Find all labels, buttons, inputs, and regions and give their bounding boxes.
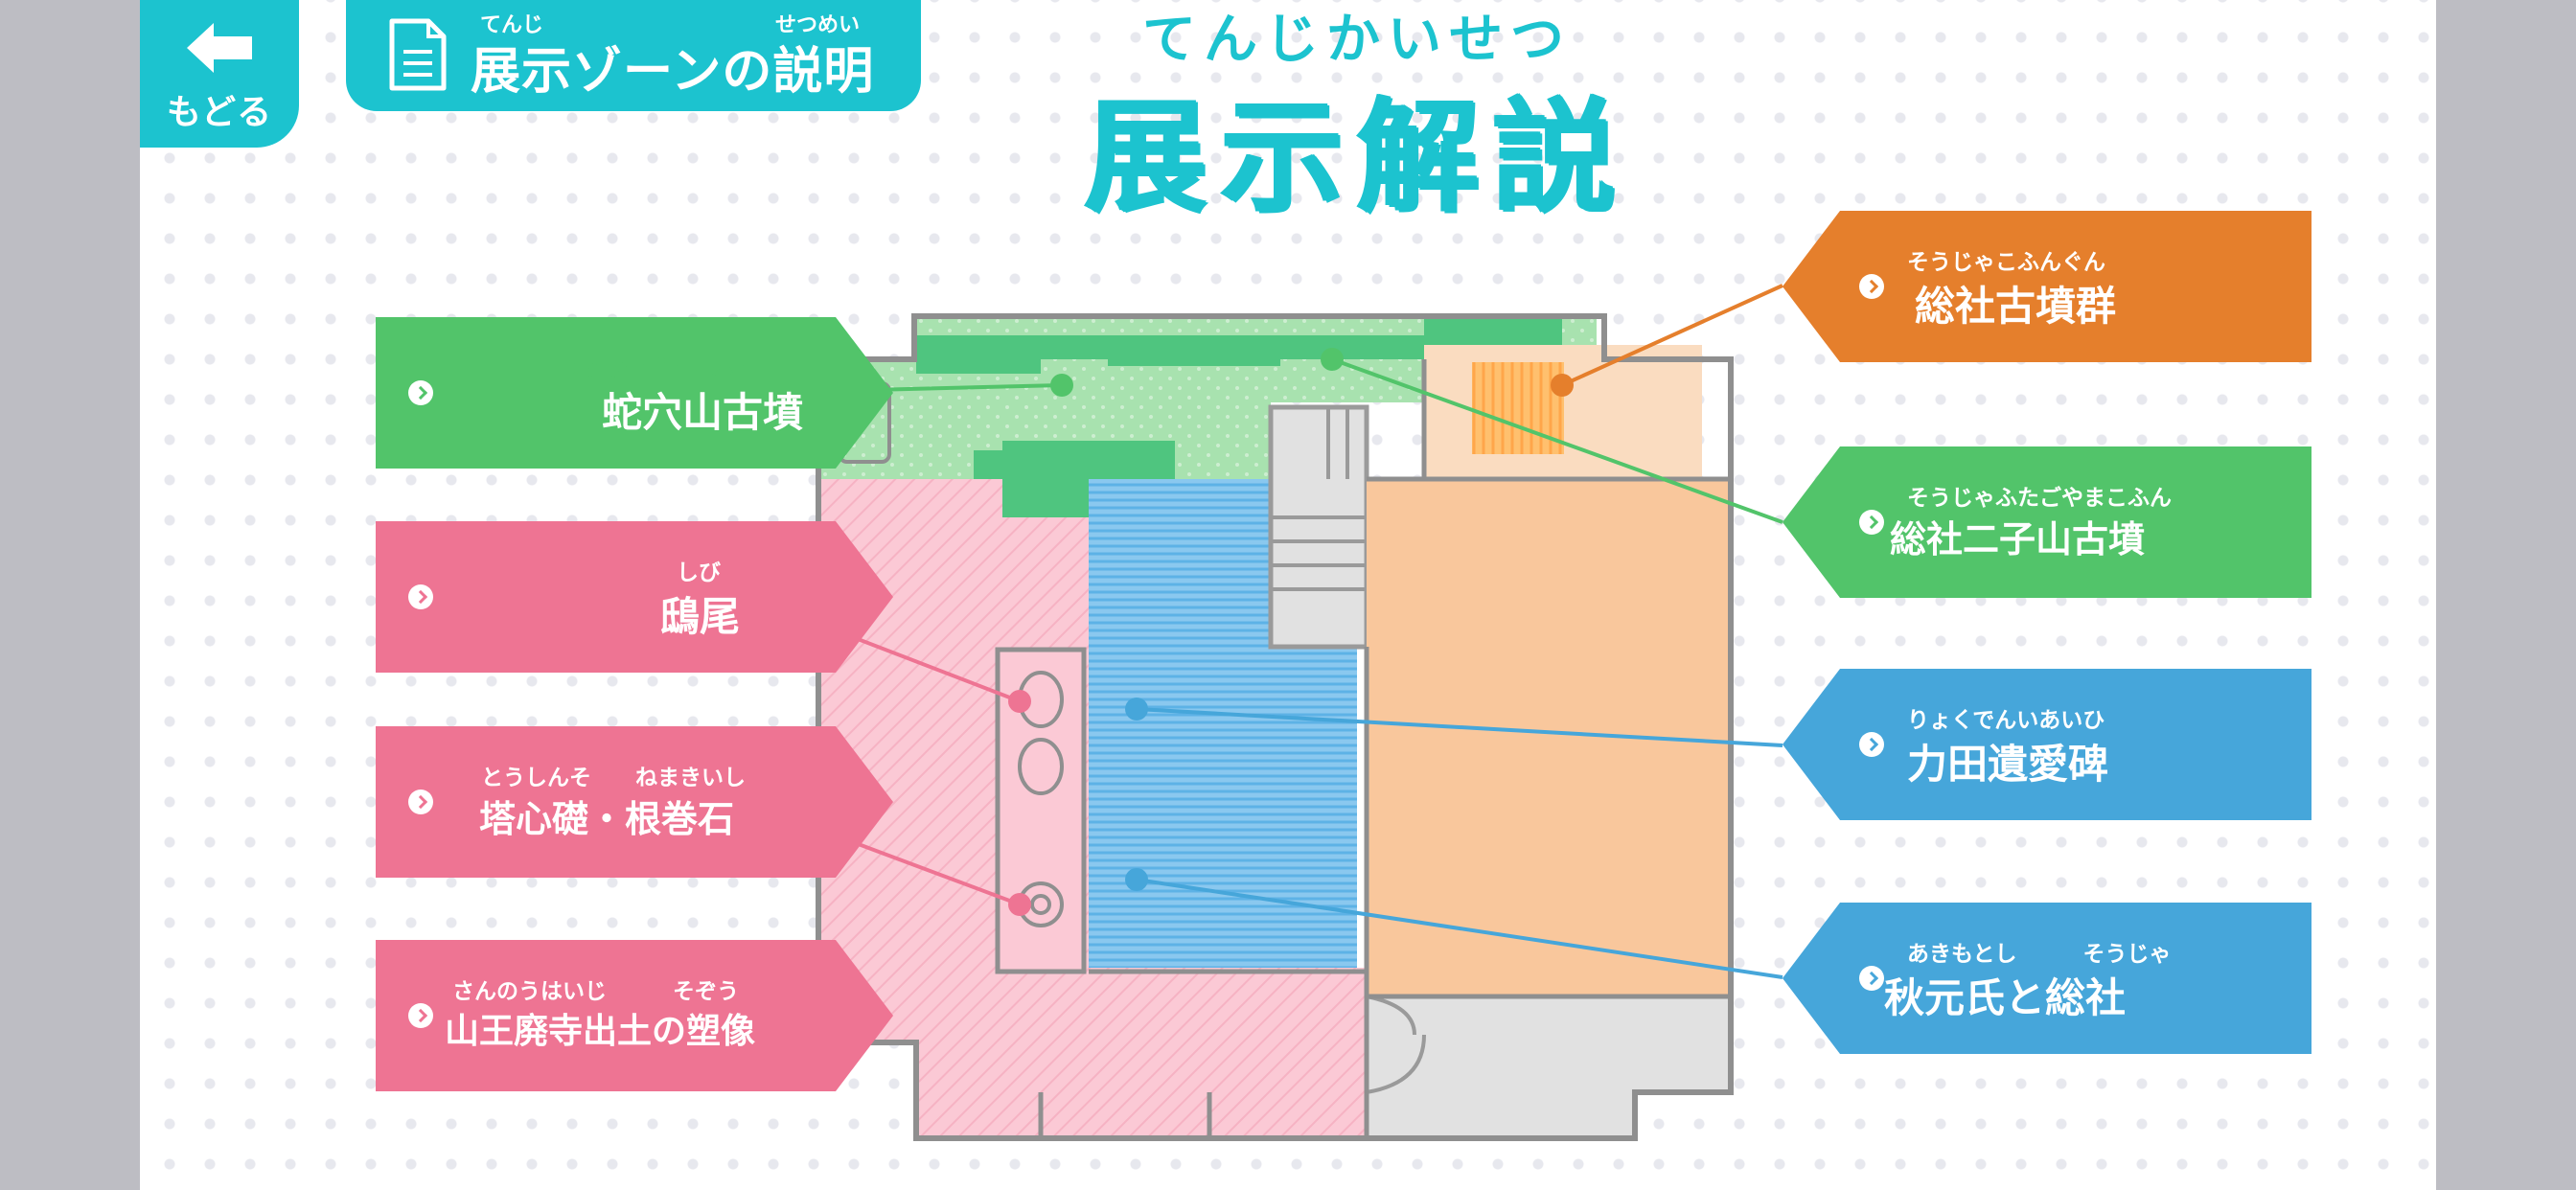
- chevron-right-icon: [1859, 732, 1884, 757]
- floor-map: [752, 284, 1783, 1141]
- tag-shape: [1782, 903, 2312, 1054]
- exhibit-name: 力田遺愛碑: [1907, 741, 2109, 788]
- zone-ruby-left: てんじ: [480, 13, 544, 37]
- exhibit-ruby: りょくでんいあいひ: [1907, 708, 2105, 733]
- tag-shape: [1782, 669, 2312, 820]
- inner-walls: [1038, 359, 1731, 1138]
- exhibit-tag-shibi[interactable]: しび 鴟尾: [376, 521, 893, 673]
- tag-shape: [376, 521, 893, 673]
- chevron-right-icon: [408, 790, 433, 814]
- exhibit-ruby: そうじゃふたごやまこふん: [1907, 486, 2172, 511]
- page-title-ruby: てんじかいせつ: [1142, 9, 1572, 71]
- exhibit-ruby: じゃけつざんこふん: [558, 356, 756, 381]
- arrow-left-icon: [187, 23, 252, 73]
- dot-akimoto: [1125, 868, 1148, 891]
- exhibit-name: 鴟尾: [659, 593, 741, 640]
- chevron-right-icon: [408, 1003, 433, 1028]
- exhibit-tag-futagoyama[interactable]: そうじゃふたごやまこふん 総社二子山古墳: [1782, 446, 2312, 598]
- exhibit-ruby: さんのうはいじ そぞう: [452, 979, 739, 1004]
- exhibit-tag-akimoto[interactable]: あきもとし そうじゃ 秋元氏と総社: [1782, 903, 2312, 1054]
- dot-shibi: [1008, 690, 1031, 713]
- chevron-right-icon: [408, 380, 433, 405]
- outer-wall: [816, 313, 1734, 1141]
- exhibit-tag-toshinso[interactable]: とうしんそ ねまきいし 塔心礎・根巻石: [376, 726, 893, 878]
- zone-gray-bottom: [1367, 996, 1731, 1092]
- tag-shape: [1782, 211, 2312, 362]
- exhibit-ruby: そうじゃこふんぐん: [1907, 250, 2105, 275]
- tag-shape: [376, 726, 893, 878]
- dot-ryokuden: [1125, 698, 1148, 721]
- zone-ruby-right: せつめい: [775, 13, 861, 37]
- chevron-right-icon: [408, 584, 433, 609]
- chevron-right-icon: [1859, 510, 1884, 535]
- exhibit-ruby: あきもとし そうじゃ: [1907, 942, 2172, 967]
- exhibit-tag-jaketsuzan[interactable]: じゃけつざんこふん 蛇穴山古墳: [376, 317, 893, 469]
- stage: もどる てんじ せつめい 展示ゾーンの説明 てんじかいせつ 展示解説: [140, 0, 2436, 1190]
- zone-orange-box: [1472, 362, 1564, 454]
- dot-jaketsuzan: [1050, 374, 1073, 397]
- chevron-right-icon: [1859, 274, 1884, 299]
- exhibit-tag-sanno[interactable]: さんのうはいじ そぞう 山王廃寺出土の塑像: [376, 940, 893, 1091]
- back-button[interactable]: もどる: [140, 0, 299, 148]
- zone-button-label: 展示ゾーンの説明: [471, 43, 875, 101]
- exhibit-tag-sojakofungun[interactable]: そうじゃこふんぐん 総社古墳群: [1782, 211, 2312, 362]
- tag-shape: [376, 317, 893, 469]
- back-button-label: もどる: [166, 93, 273, 132]
- green-band-top: [916, 335, 1424, 374]
- green-band-right: [1424, 316, 1562, 345]
- case-object-2: [1018, 738, 1064, 795]
- document-icon: [389, 18, 447, 91]
- building: [816, 313, 1734, 1141]
- dot-futagoyama: [1321, 348, 1344, 371]
- tag-shape: [376, 940, 893, 1091]
- exhibit-name: 総社古墳群: [1915, 283, 2117, 330]
- exhibit-name: 総社二子山古墳: [1890, 518, 2146, 561]
- exhibit-name: 蛇穴山古墳: [602, 389, 804, 436]
- chevron-right-icon: [1859, 966, 1884, 991]
- exhibit-tag-ryokuden[interactable]: りょくでんいあいひ 力田遺愛碑: [1782, 669, 2312, 820]
- exhibit-name: 秋元氏と総社: [1884, 974, 2127, 1021]
- dot-toshinso: [1008, 893, 1031, 916]
- exhibit-ruby: しび: [677, 561, 721, 585]
- page-title: 展示解説: [1084, 86, 1629, 229]
- dot-sojakofungun: [1551, 374, 1574, 397]
- zone-gray-bottom-2: [1367, 1092, 1635, 1138]
- zone-explanation-button[interactable]: てんじ せつめい 展示ゾーンの説明: [346, 0, 921, 111]
- exhibit-ruby: とうしんそ ねまきいし: [481, 766, 746, 790]
- exhibit-name: 山王廃寺出土の塑像: [445, 1012, 756, 1051]
- tag-shape: [1782, 446, 2312, 598]
- green-band-small: [974, 450, 1002, 479]
- stairs: [1271, 407, 1367, 647]
- exhibit-name: 塔心礎・根巻石: [479, 798, 735, 840]
